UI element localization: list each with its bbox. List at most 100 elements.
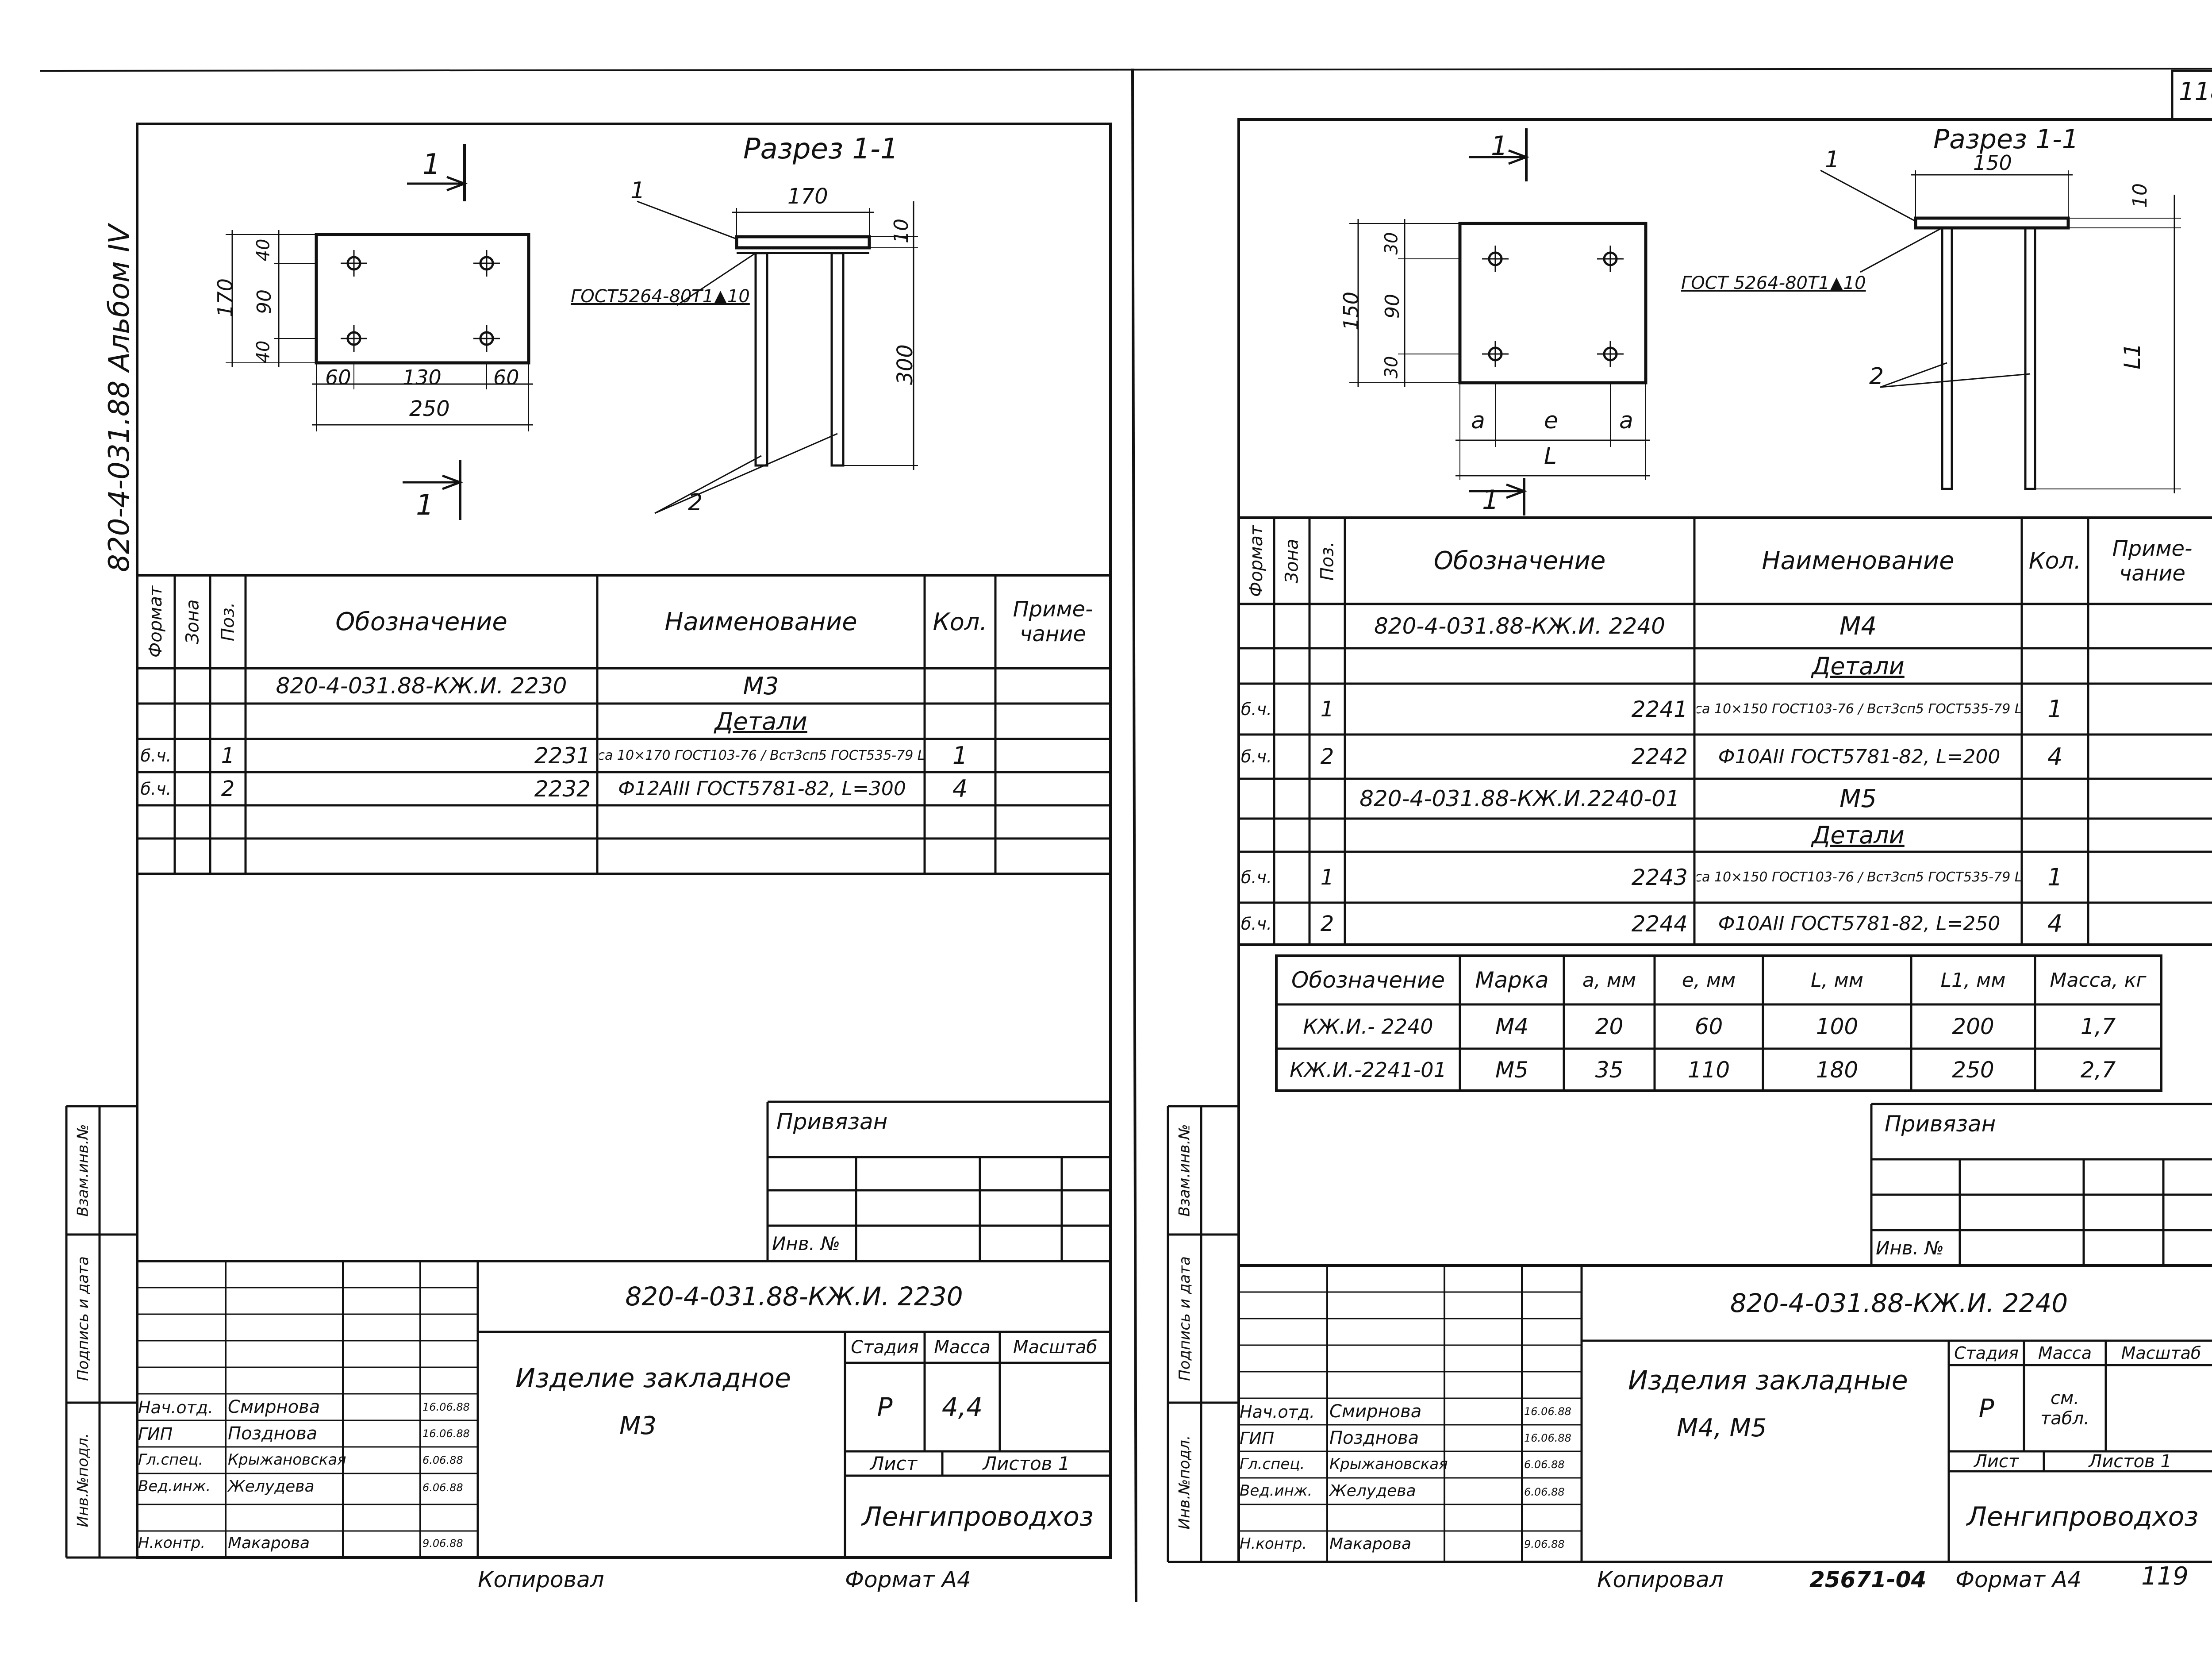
var-h-2: a, мм	[1582, 969, 1636, 992]
right-spec-r7-designation: 2244	[1631, 911, 1688, 937]
right-callout-2: 2	[1869, 363, 1884, 390]
right-title2: М4, М5	[1677, 1414, 1767, 1442]
right-weld-note: ГОСТ 5264-80Т1▲10	[1681, 273, 1866, 293]
right-stage: Р	[1978, 1393, 1994, 1423]
left-copied: Копировал	[478, 1567, 604, 1592]
left-section-title: Разрез 1-1	[743, 133, 899, 165]
left-signer-2-name: Крыжановская	[228, 1451, 346, 1469]
left-dim-v40a: 40	[253, 238, 274, 262]
right-signer-0-name: Смирнова	[1329, 1401, 1422, 1422]
right-plan-view	[1349, 128, 1650, 515]
left-side-podp: Подпись и дата	[74, 1256, 92, 1381]
right-dim-v90: 90	[1381, 294, 1404, 319]
right-signer-3-role: Вед.инж.	[1240, 1482, 1313, 1500]
left-stage: Р	[877, 1392, 893, 1422]
left-signer-3-name: Желудева	[228, 1477, 315, 1496]
left-section-view	[637, 200, 918, 514]
left-sheet: Лист	[870, 1453, 918, 1474]
right-spec-r3-name: Ф10АII ГОСТ5781-82, L=200	[1718, 745, 2001, 768]
right-dim-L1: L1	[2119, 343, 2145, 369]
right-spec-r3-designation: 2242	[1631, 744, 1688, 769]
left-spec-r2-designation: 2231	[534, 742, 591, 769]
right-scale-header: Масштаб	[2121, 1343, 2201, 1363]
right-spec-r2-designation: 2241	[1631, 696, 1688, 722]
left-signer-1-name: Позднова	[228, 1423, 318, 1444]
left-spec-r1-name: Детали	[714, 707, 807, 735]
right-spec-h-format: Формат	[1246, 525, 1267, 597]
right-signer-1-date: 16.06.88	[1524, 1432, 1571, 1444]
left-side-inv: Инв.№подл.	[74, 1433, 92, 1527]
left-signer-2-role: Гл.спец.	[138, 1451, 204, 1469]
right-signer-3-date: 6.06.88	[1524, 1486, 1565, 1498]
left-spec-r2-name: Полоса 10×170 ГОСТ103-76 / Вст3сп5 ГОСТ5…	[599, 748, 925, 763]
left-spec-r3-qty: 4	[952, 775, 968, 803]
left-signer-4-name: Макарова	[228, 1534, 310, 1552]
page-number-top: 118	[2179, 77, 2212, 106]
right-section-mark-top: 1	[1491, 131, 1508, 162]
right-spec-r5-name: Детали	[1812, 821, 1905, 849]
right-spec-r1-name: Детали	[1812, 652, 1905, 680]
right-spec-h-pos: Поз.	[1317, 541, 1338, 581]
right-dim-v30a: 30	[1381, 232, 1402, 255]
right-spec-r7-qty: 4	[2047, 910, 2063, 938]
right-title-grid	[1167, 1105, 2212, 1563]
left-org: Ленгипроводхоз	[862, 1501, 1094, 1532]
left-sheets: Листов 1	[983, 1453, 1070, 1474]
left-privyazan: Привязан	[776, 1109, 888, 1135]
left-signer-0-date: 16.06.88	[422, 1401, 470, 1413]
left-section-mark-top: 1	[422, 148, 441, 181]
var-h-6: Масса, кг	[2050, 969, 2147, 992]
right-spec-r4-designation: 820-4-031.88-КЖ.И.2240-01	[1359, 786, 1680, 812]
left-plan-view	[226, 144, 533, 520]
left-signer-0-role: Нач.отд.	[138, 1398, 214, 1417]
right-spec-r6-name: Полоса 10×150 ГОСТ103-76 / Вст3сп5 ГОСТ5…	[1697, 869, 2022, 885]
right-inv-no: Инв. №	[1876, 1237, 1944, 1259]
right-org: Ленгипроводхоз	[1966, 1501, 2199, 1532]
right-side-podp: Подпись и дата	[1175, 1256, 1194, 1381]
var-r1-c4: 180	[1816, 1057, 1859, 1083]
left-title-grid	[65, 1105, 1110, 1559]
right-format: Формат А4	[1955, 1567, 2081, 1592]
right-spec-r2-name: Полоса 10×150 ГОСТ103-76 / Вст3сп5 ГОСТ5…	[1697, 701, 2022, 717]
left-signer-3-role: Вед.инж.	[138, 1477, 211, 1495]
left-spec-r3-pos: 2	[221, 776, 235, 801]
right-sheets: Листов 1	[2089, 1451, 2172, 1471]
left-spec-r2-qty: 1	[952, 742, 968, 769]
right-dim-v30b: 30	[1381, 356, 1402, 379]
album-label: 820-4-031.88 Альбом IV	[103, 224, 136, 572]
right-stage-header: Стадия	[1954, 1343, 2019, 1363]
right-dim-a2: a	[1619, 408, 1633, 434]
var-r1-c5: 250	[1952, 1057, 1994, 1083]
right-signer-1-name: Позднова	[1329, 1428, 1419, 1448]
right-copy-number: 25671-04	[1809, 1567, 1927, 1592]
left-dim-60b: 60	[493, 365, 519, 389]
left-spec-h-designation: Обозначение	[335, 607, 507, 636]
right-spec-r4-name: М5	[1839, 784, 1877, 813]
right-privyazan: Привязан	[1885, 1111, 1996, 1137]
left-dim-10: 10	[890, 219, 913, 243]
left-spec-h-format: Формат	[146, 585, 166, 658]
right-spec-r7-pos: 2	[1320, 911, 1334, 936]
right-spec-r0-designation: 820-4-031.88-КЖ.И. 2240	[1374, 613, 1665, 639]
var-r1-c0: КЖ.И.-2241-01	[1290, 1058, 1447, 1082]
left-spec-r2-pos: 1	[221, 743, 235, 768]
left-dim-v40b: 40	[253, 340, 274, 363]
right-spec-r7-format: б.ч.	[1240, 914, 1272, 934]
right-signer-0-date: 16.06.88	[1524, 1405, 1571, 1418]
left-signer-2-date: 6.06.88	[422, 1454, 463, 1466]
left-mass: 4,4	[941, 1392, 983, 1422]
left-scale-header: Масштаб	[1013, 1337, 1098, 1358]
left-weld-note: ГОСТ5264-80Т1▲10	[571, 286, 750, 307]
left-dim-250: 250	[409, 396, 450, 421]
left-signer-1-date: 16.06.88	[422, 1427, 470, 1440]
right-signer-0-role: Нач.отд.	[1240, 1402, 1315, 1422]
left-dim-60a: 60	[325, 365, 351, 389]
right-dim-150: 150	[1973, 151, 2012, 175]
right-dim-10: 10	[2129, 183, 2151, 208]
var-r1-c1: М5	[1495, 1057, 1528, 1083]
right-signer-3-name: Желудева	[1329, 1482, 1416, 1500]
right-section-mark-bottom: 1	[1482, 485, 1499, 515]
var-r0-c5: 200	[1952, 1014, 1994, 1039]
right-spec-r6-format: б.ч.	[1240, 867, 1272, 887]
